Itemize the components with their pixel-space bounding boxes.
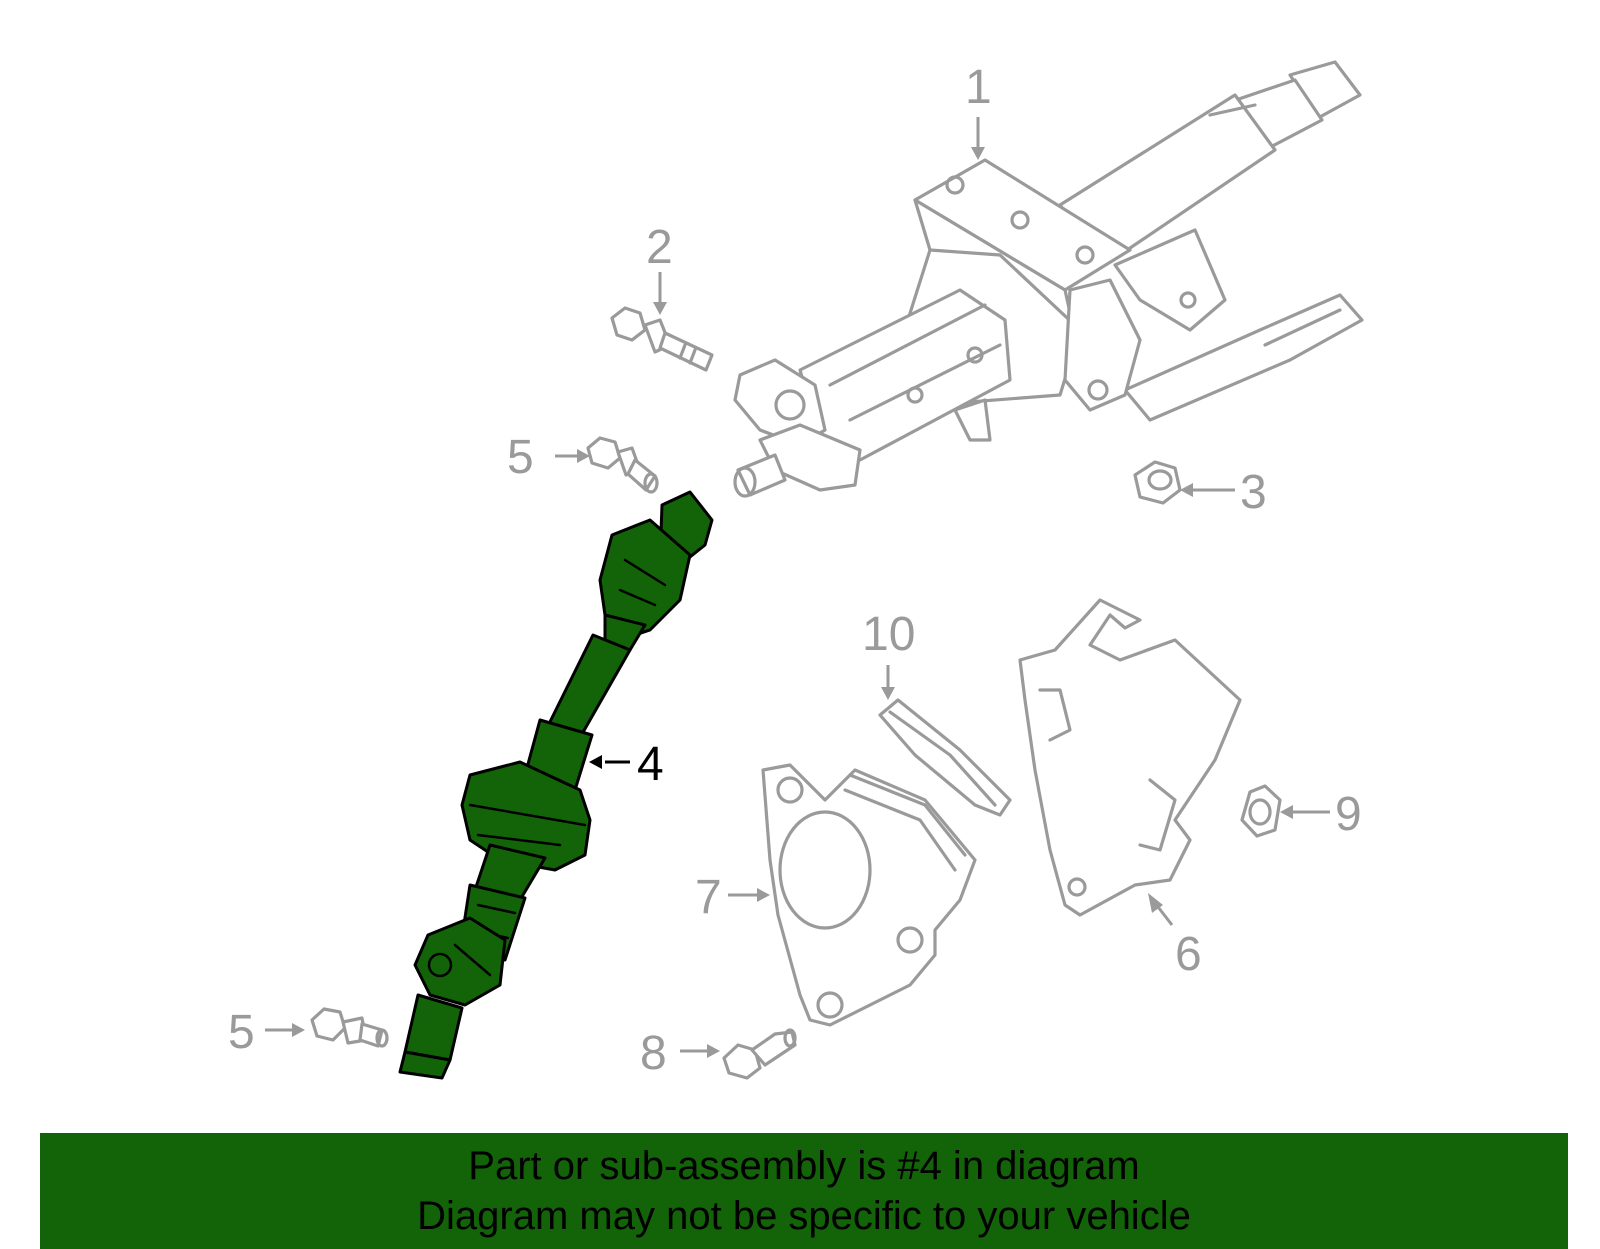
part-5-bolt-lower xyxy=(310,1007,389,1048)
part-2-bolt xyxy=(610,306,714,372)
callout-5-upper: 5 xyxy=(507,431,534,484)
part-4-intermediate-shaft xyxy=(398,490,714,1080)
banner-line-2: Diagram may not be specific to your vehi… xyxy=(417,1194,1191,1238)
callout-10: 10 xyxy=(862,608,915,661)
callout-4: 4 xyxy=(637,738,664,791)
callout-9: 9 xyxy=(1335,788,1362,841)
part-5-bolt-upper xyxy=(586,436,659,494)
part-1-steering-column xyxy=(733,60,1364,498)
callout-8: 8 xyxy=(640,1027,667,1080)
info-banner: Part or sub-assembly is #4 in diagram Di… xyxy=(40,1133,1568,1249)
callout-2: 2 xyxy=(646,221,673,274)
callout-arrows xyxy=(265,117,1330,1058)
part-3-nut xyxy=(1133,460,1182,505)
part-7-boot-cover xyxy=(761,763,977,1027)
part-8-bolt xyxy=(722,1028,797,1080)
part-9-nut xyxy=(1240,784,1282,838)
callout-7: 7 xyxy=(695,871,722,924)
callout-5-lower: 5 xyxy=(228,1006,255,1059)
callout-3: 3 xyxy=(1240,466,1267,519)
callout-6: 6 xyxy=(1175,928,1202,981)
banner-line-1: Part or sub-assembly is #4 in diagram xyxy=(468,1144,1140,1188)
part-6-cover-panel xyxy=(1018,598,1242,917)
callout-1: 1 xyxy=(965,61,992,114)
part-10-seal-ring xyxy=(878,698,1012,817)
